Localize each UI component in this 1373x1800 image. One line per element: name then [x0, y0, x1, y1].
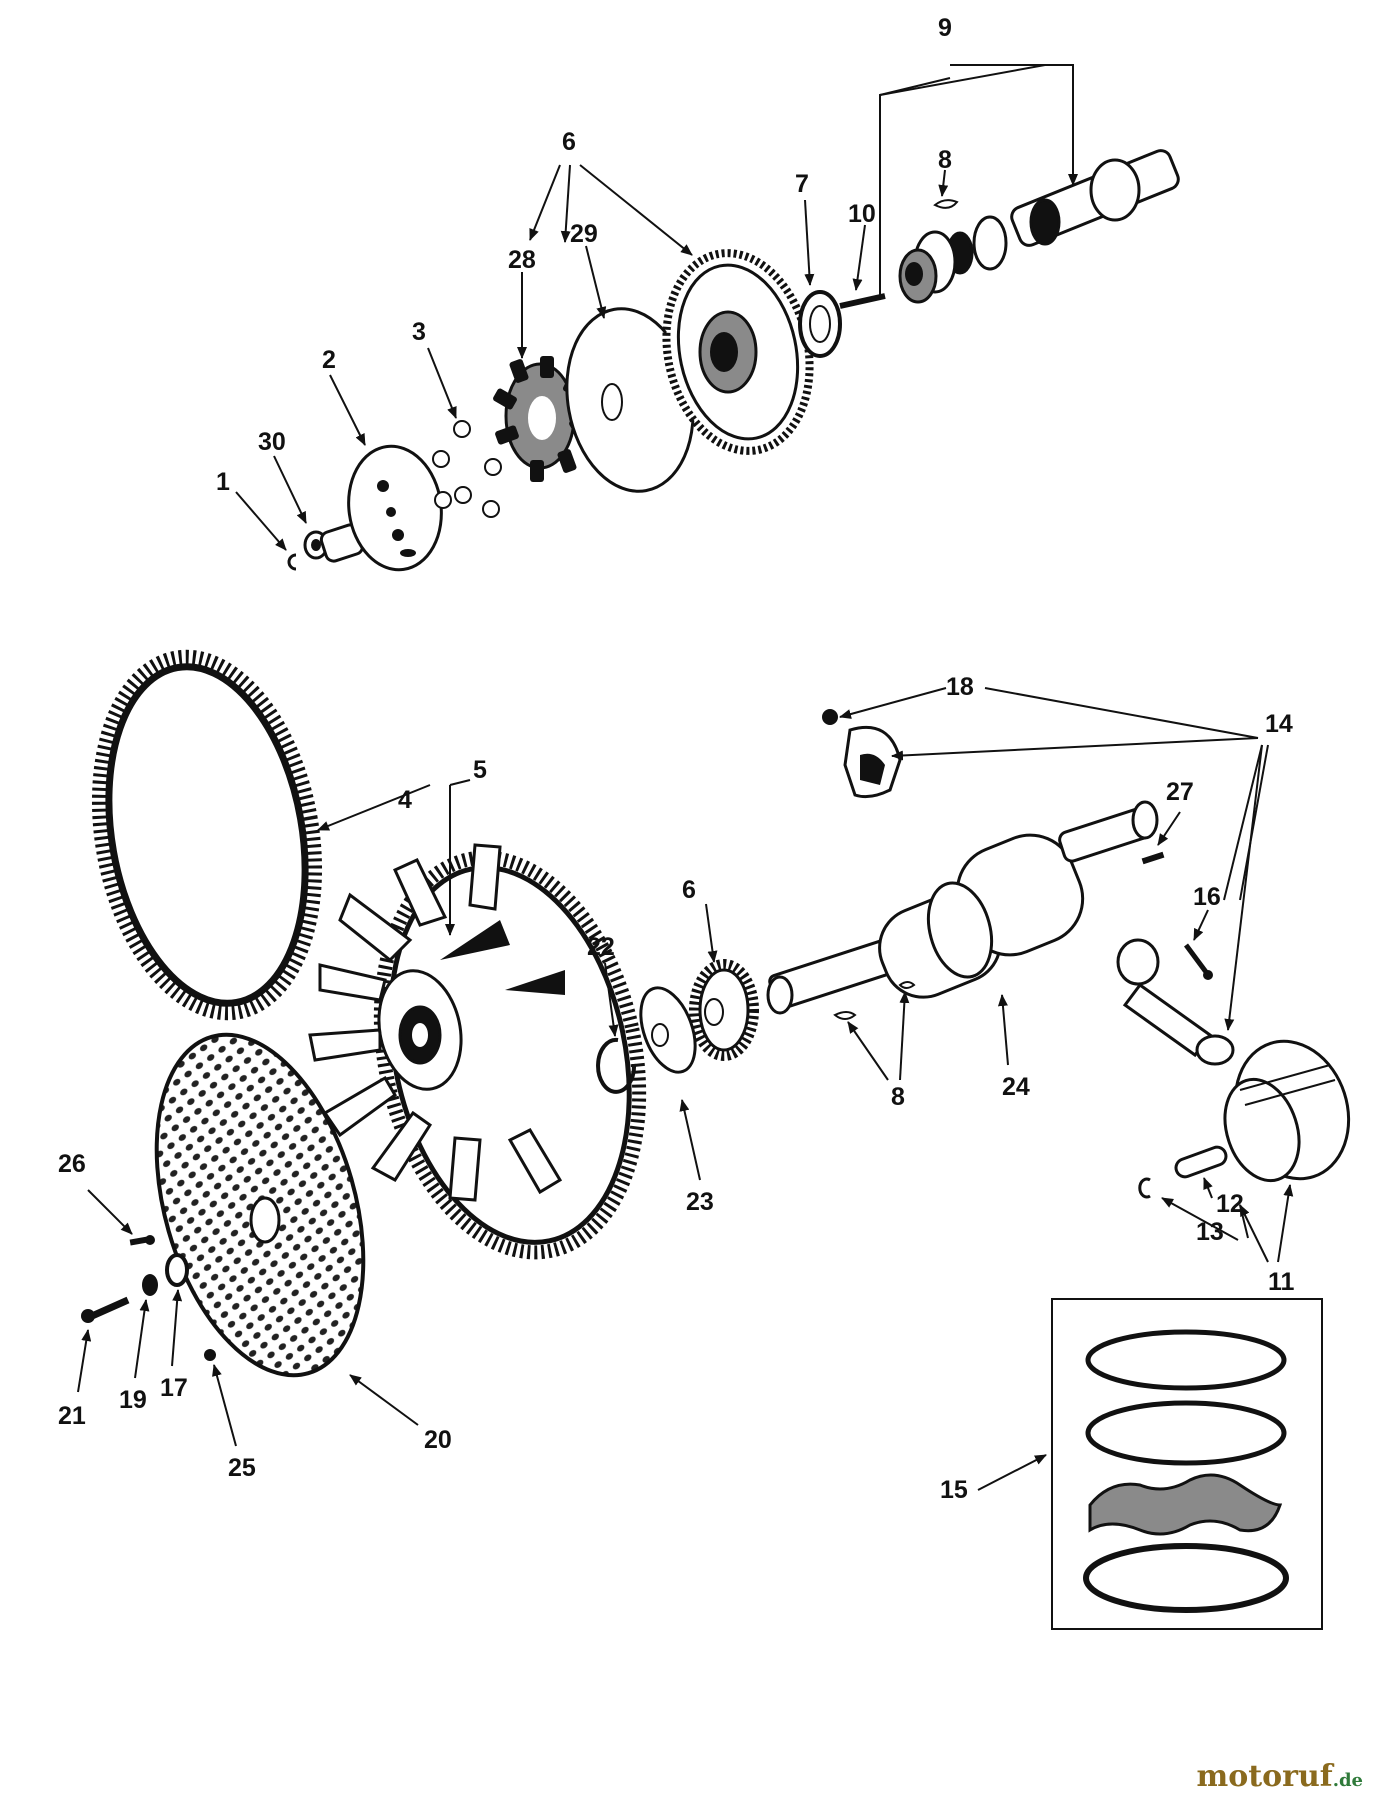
piston-ring-set-part-15 [1051, 1298, 1323, 1630]
rod-cap-part-14-and-lock-part-18 [822, 709, 902, 799]
camshaft-part-9 [898, 149, 1180, 304]
callout-1: 1 [216, 468, 230, 496]
callout-15: 15 [940, 1476, 968, 1504]
callout-11: 11 [1268, 1268, 1295, 1296]
callout-5: 5 [473, 756, 487, 784]
retaining-ring-part-13 [1138, 1177, 1151, 1199]
piston-pin-part-12 [1174, 1145, 1228, 1179]
callout-19: 19 [119, 1386, 147, 1414]
callout-18: 18 [946, 673, 974, 701]
key-part-27 [1141, 851, 1165, 865]
callout-21: 21 [58, 1402, 86, 1430]
callout-25: 25 [228, 1454, 256, 1482]
callout-9: 9 [938, 14, 952, 42]
callout-13: 13 [1196, 1218, 1224, 1246]
nut-part-19 [142, 1274, 158, 1296]
cam-gear-part-6 [662, 249, 814, 455]
callout-28: 28 [508, 246, 536, 274]
callout-8-upper: 8 [938, 146, 952, 174]
watermark-brand: motoruf [1196, 1759, 1333, 1794]
callout-12: 12 [1216, 1190, 1244, 1218]
governor-balls-part-3 [432, 420, 502, 518]
washer-part-17 [165, 1253, 189, 1287]
key-part-8-upper [933, 199, 959, 209]
retaining-ring-part-1 [287, 553, 297, 571]
callout-20: 20 [424, 1426, 452, 1454]
callout-4: 4 [398, 786, 412, 814]
rod-bolt-part-16 [1183, 943, 1213, 980]
callout-27: 27 [1166, 778, 1194, 806]
callout-17: 17 [160, 1374, 188, 1402]
callout-29: 29 [570, 220, 598, 248]
flywheel-part-5 [308, 843, 647, 1260]
crankshaft-gear-part-6 [689, 959, 759, 1061]
screw-part-25 [204, 1349, 216, 1361]
connecting-rod-part-14 [1116, 938, 1235, 1066]
callout-6-cam-gear: 6 [562, 128, 576, 156]
ring-gear-part-4 [91, 649, 323, 1021]
callout-10: 10 [848, 200, 876, 228]
callout-2: 2 [322, 346, 336, 374]
motoruf-watermark: motoruf.de [1197, 1759, 1363, 1794]
callout-23: 23 [686, 1188, 714, 1216]
callout-labels: 1 2 3 4 5 6 6 7 8 8 9 10 11 12 13 14 15 … [58, 14, 1295, 1504]
retaining-ring-part-22 [596, 1037, 637, 1094]
watermark-suffix: .de [1332, 1770, 1363, 1791]
callout-30: 30 [258, 428, 286, 456]
screen-hardware [81, 1235, 216, 1361]
crankshaft-part-24 [766, 800, 1159, 1015]
camshaft-washer-part-7 [798, 290, 842, 358]
piston-part-11 [1223, 1039, 1351, 1183]
callout-6-crank-gear: 6 [682, 876, 696, 904]
callout-26: 26 [58, 1150, 86, 1178]
callout-8-lower: 8 [891, 1083, 905, 1111]
leader-lines [77, 64, 1294, 1491]
callout-22: 22 [587, 933, 615, 961]
keys-part-8-lower [833, 981, 916, 1020]
screw-part-26 [129, 1235, 155, 1246]
callout-16: 16 [1193, 883, 1221, 911]
rotating-screen-part-20 [154, 1032, 366, 1378]
callout-14: 14 [1265, 710, 1293, 738]
camshaft-pin-part-10 [839, 293, 886, 309]
bolt-part-21 [81, 1296, 130, 1323]
governor-cup-plate-part-2 [347, 444, 443, 572]
callout-3: 3 [412, 318, 426, 346]
thrust-washer-part-23 [639, 986, 697, 1074]
callout-7: 7 [795, 170, 809, 198]
governor-shaft-bolt-part-30 [303, 523, 365, 563]
callout-24: 24 [1002, 1073, 1030, 1101]
